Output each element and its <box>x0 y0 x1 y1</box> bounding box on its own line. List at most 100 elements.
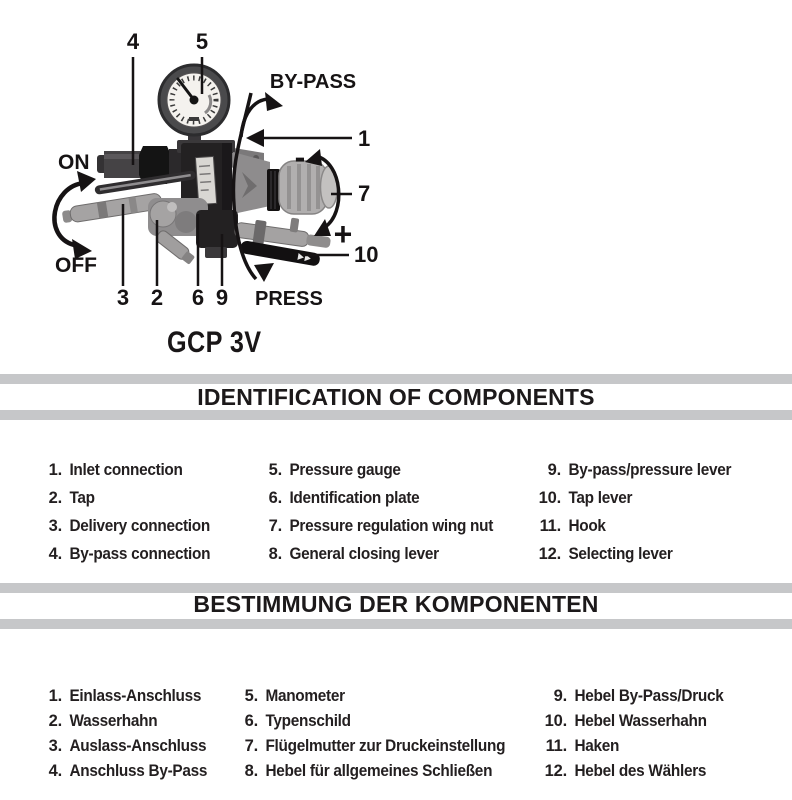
item-number: 12. <box>538 545 562 563</box>
list-item: 10. Tap lever <box>524 484 744 512</box>
item-label: Anschluss By-Pass <box>69 762 208 780</box>
item-number: 7. <box>244 737 259 755</box>
item-number: 9. <box>553 687 568 705</box>
german-list-column-3: 9.Hebel By-Pass/Druck 10.Hebel Wasserhah… <box>530 684 735 784</box>
item-number: 8. <box>244 762 259 780</box>
divider-bar <box>0 410 792 420</box>
item-label: Hebel des Wählers <box>574 762 707 780</box>
list-item: 5. Pressure gauge <box>248 456 509 484</box>
english-list-column-1: 1.Inlet connection 2.Tap 3.Delivery conn… <box>30 456 221 568</box>
press-annotation: PRESS <box>231 92 323 310</box>
wingnut-arrowhead-bottom <box>314 219 331 236</box>
item-number: 8. <box>268 545 283 563</box>
onoff-arrowhead-bottom <box>72 239 92 259</box>
list-item: 4. Anschluss By-Pass <box>30 759 218 784</box>
pressure-adjust-annotation: - + <box>295 139 353 252</box>
item-label: Tap lever <box>568 489 633 507</box>
callout-label-6: 6 <box>192 285 204 310</box>
delivery-connection <box>62 193 163 223</box>
item-label: Auslass-Anschluss <box>69 737 207 755</box>
item-label: Wasserhahn <box>69 712 158 730</box>
list-item: 10.Hebel Wasserhahn <box>530 709 735 734</box>
item-number: 11. <box>539 517 562 535</box>
list-item: 3. Auslass-Anschluss <box>30 734 218 759</box>
item-label: Pressure gauge <box>289 461 401 479</box>
wing-nut <box>278 160 339 215</box>
item-label: Selecting lever <box>568 545 673 563</box>
bypass-label: BY-PASS <box>270 71 356 93</box>
item-label: Hebel Wasserhahn <box>574 712 707 730</box>
item-number: 3. <box>48 737 63 755</box>
item-number: 7. <box>268 517 283 535</box>
item-number: 9. <box>547 461 562 479</box>
list-item: 12. Hebel des Wählers <box>530 759 735 784</box>
callout-9: 9 <box>216 234 228 310</box>
callout-1-arrowhead <box>246 129 264 147</box>
list-item: 7. Pressure regulation wing nut <box>248 512 509 540</box>
list-item: 8.General closing lever <box>248 540 509 568</box>
item-label: By-pass/pressure lever <box>568 461 732 479</box>
german-list-column-1: 1.Einlass-Anschluss 2.Wasserhahn 3.Ausla… <box>30 684 218 784</box>
device-illustration <box>62 63 339 266</box>
section-title-german: BESTIMMUNG DER KOMPONENTEN <box>193 591 599 617</box>
onoff-arrowhead-top <box>77 171 96 192</box>
device-figure: 4 5 BY-PASS 1 - + <box>52 29 378 310</box>
item-label: Tap <box>69 489 95 507</box>
list-item: 8.Hebel für allgemeines Schließen <box>224 759 524 784</box>
callout-label-2: 2 <box>151 285 163 310</box>
callout-3: 3 <box>117 204 129 310</box>
list-item: 9. By-pass/pressure lever <box>524 456 744 484</box>
callout-6: 6 <box>192 214 204 310</box>
item-number: 5. <box>268 461 283 479</box>
outlet-spout <box>155 230 195 264</box>
selector-casting <box>233 152 270 214</box>
callout-1: 1 <box>246 126 370 151</box>
divider-bar <box>0 583 792 593</box>
list-item: 9.Hebel By-Pass/Druck <box>530 684 735 709</box>
callouts: 4 5 BY-PASS 1 - + <box>52 29 378 310</box>
item-number: 10. <box>538 489 562 507</box>
callout-label-1: 1 <box>358 126 370 151</box>
press-arrowhead <box>254 263 274 282</box>
item-number: 12. <box>544 762 568 780</box>
callout-5: 5 <box>196 29 208 94</box>
list-item: 6.Typenschild <box>224 709 524 734</box>
item-number: 11. <box>545 737 568 755</box>
on-label: ON <box>58 151 90 174</box>
item-number: 1. <box>48 461 63 479</box>
list-item: 12. Selecting lever <box>524 540 744 568</box>
callout-label-5: 5 <box>196 29 208 54</box>
item-number: 4. <box>48 762 63 780</box>
list-item: 7. Flügelmutter zur Druckeinstellung <box>224 734 524 759</box>
right-pipe <box>234 217 331 248</box>
lower-tee <box>196 210 238 258</box>
list-item: 4.By-pass connection <box>30 540 221 568</box>
bypass-arrowhead <box>265 92 283 111</box>
wingnut-rotation-arrow <box>315 154 341 229</box>
list-item: 11. Haken <box>530 734 735 759</box>
callout-label-10: 10 <box>354 242 378 267</box>
item-label: Haken <box>574 737 620 755</box>
on-off-annotation: ON OFF <box>52 151 97 277</box>
callout-label-3: 3 <box>117 285 129 310</box>
callout-7: 7 <box>331 181 370 206</box>
item-number: 5. <box>244 687 259 705</box>
closing-lever <box>94 170 196 195</box>
item-label: Manometer <box>265 687 345 705</box>
item-label: By-pass connection <box>69 545 211 563</box>
item-label: Flügelmutter zur Druckeinstellung <box>265 737 506 755</box>
list-item: 1.Einlass-Anschluss <box>30 684 218 709</box>
german-list-column-2: 5. Manometer 6.Typenschild 7. Flügelmutter… <box>224 684 524 784</box>
list-item: 5. Manometer <box>224 684 524 709</box>
callout-label-9: 9 <box>216 285 228 310</box>
divider-bar <box>0 374 792 384</box>
identification-plate <box>194 155 218 206</box>
item-number: 2. <box>48 489 63 507</box>
callout-10: 10 <box>303 242 378 267</box>
list-item: 11.Hook <box>524 512 744 540</box>
item-label: Pressure regulation wing nut <box>289 517 494 535</box>
english-list-column-3: 9. By-pass/pressure lever 10. Tap lever 11… <box>524 456 744 568</box>
item-label: Delivery connection <box>69 517 210 535</box>
divider-bar <box>0 619 792 629</box>
